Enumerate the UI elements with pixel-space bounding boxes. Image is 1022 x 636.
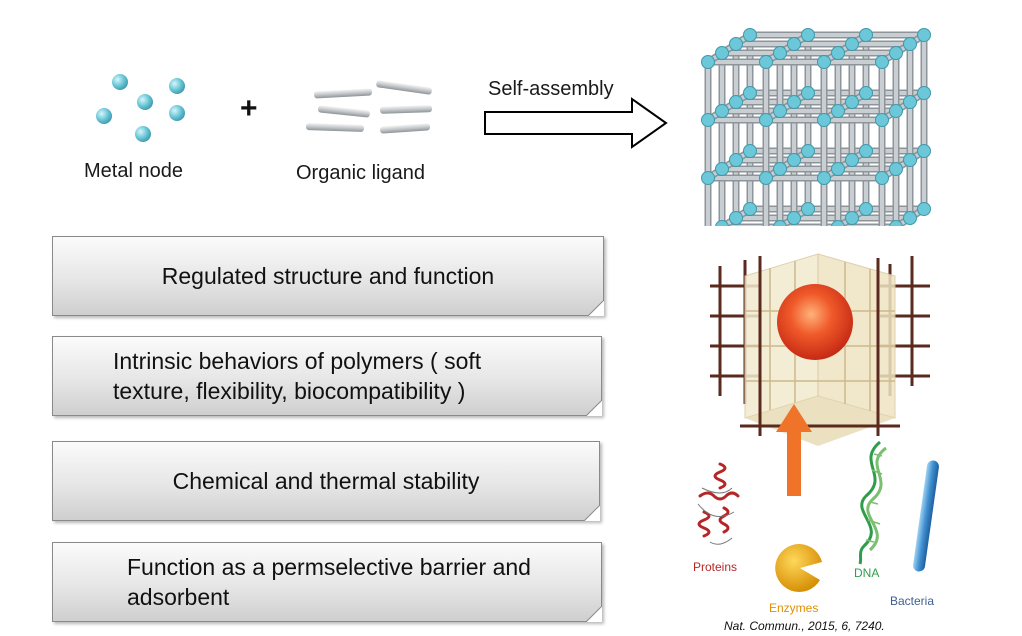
lattice-node — [845, 95, 859, 109]
dna-label: DNA — [854, 566, 880, 580]
lattice-node — [759, 113, 773, 127]
lattice-node — [729, 37, 743, 51]
lattice-node — [773, 162, 787, 176]
lattice-node — [715, 162, 729, 176]
page-fold-icon — [586, 606, 602, 622]
lattice-node — [729, 153, 743, 167]
lattice-node — [787, 37, 801, 51]
lattice-node — [817, 113, 831, 127]
lattice-node — [817, 171, 831, 185]
lattice-node — [875, 171, 889, 185]
lattice-node — [845, 37, 859, 51]
plus-sign: + — [240, 92, 258, 125]
encapsulation-framework-icon — [710, 253, 930, 446]
enzyme-icon — [775, 543, 822, 592]
bacteria-icon — [913, 460, 939, 572]
lattice-node — [889, 104, 903, 118]
property-box-structure: Regulated structure and function — [52, 236, 604, 316]
lattice-node — [831, 162, 845, 176]
lattice-node — [917, 86, 931, 100]
lattice-node — [903, 153, 917, 167]
lattice-node — [729, 211, 743, 225]
lattice-node — [715, 104, 729, 118]
property-text: Chemical and thermal stability — [172, 467, 480, 494]
lattice-node — [875, 55, 889, 69]
page-fold-icon — [586, 400, 602, 416]
lattice-node — [715, 46, 729, 60]
organic-ligand-rods-icon — [305, 80, 433, 134]
lattice-node — [743, 202, 757, 216]
lattice-node — [743, 144, 757, 158]
lattice-node — [817, 55, 831, 69]
lattice-node — [845, 211, 859, 225]
lattice-node — [701, 171, 715, 185]
self-assembly-label: Self-assembly — [488, 78, 614, 100]
lattice-node — [917, 28, 931, 42]
lattice-node — [889, 220, 903, 226]
property-text: Intrinsic behaviors of polymers ( soft t… — [113, 347, 482, 404]
lattice-node — [773, 104, 787, 118]
lattice-node — [903, 95, 917, 109]
protein-icon — [697, 462, 740, 545]
page-fold-icon — [588, 300, 604, 316]
lattice-node — [845, 153, 859, 167]
lattice-node — [743, 86, 757, 100]
page-fold-icon — [584, 505, 600, 521]
mof-cubic-lattice-icon — [701, 28, 931, 226]
lattice-node — [801, 202, 815, 216]
lattice-node — [787, 211, 801, 225]
lattice-node — [715, 220, 729, 226]
property-box-polymer-behaviors: Intrinsic behaviors of polymers ( soft t… — [52, 336, 602, 416]
citation-reference: Nat. Commun., 2015, 6, 7240. — [724, 619, 885, 633]
lattice-node — [801, 28, 815, 42]
property-text: Function as a permselective barrier and … — [127, 553, 531, 610]
lattice-node — [831, 104, 845, 118]
lattice-node — [875, 113, 889, 127]
lattice-node — [701, 55, 715, 69]
organic-ligand-label: Organic ligand — [296, 162, 425, 184]
lattice-node — [801, 86, 815, 100]
lattice-node — [831, 220, 845, 226]
lattice-node — [787, 95, 801, 109]
lattice-node — [759, 171, 773, 185]
guest-arrow-up-icon — [776, 404, 812, 496]
lattice-node — [859, 144, 873, 158]
property-box-barrier: Function as a permselective barrier and … — [52, 542, 602, 622]
lattice-node — [917, 144, 931, 158]
lattice-node — [701, 113, 715, 127]
property-text: Regulated structure and function — [161, 262, 495, 289]
lattice-node — [889, 46, 903, 60]
lattice-node — [859, 202, 873, 216]
lattice-node — [831, 46, 845, 60]
self-assembly-arrow-icon — [484, 97, 668, 149]
lattice-node — [859, 86, 873, 100]
lattice-node — [729, 95, 743, 109]
enzymes-label: Enzymes — [769, 601, 819, 615]
dna-icon — [858, 440, 887, 565]
lattice-node — [903, 211, 917, 225]
metal-node-cluster-icon — [96, 74, 185, 142]
proteins-label: Proteins — [693, 560, 738, 574]
lattice-node — [787, 153, 801, 167]
metal-node-label: Metal node — [84, 160, 183, 182]
lattice-node — [773, 220, 787, 226]
lattice-node — [759, 55, 773, 69]
lattice-node — [859, 28, 873, 42]
property-box-stability: Chemical and thermal stability — [52, 441, 600, 521]
lattice-node — [773, 46, 787, 60]
lattice-node — [903, 37, 917, 51]
lattice-node — [743, 28, 757, 42]
bacteria-label: Bacteria — [890, 594, 935, 608]
lattice-node — [917, 202, 931, 216]
lattice-node — [889, 162, 903, 176]
lattice-node — [801, 144, 815, 158]
